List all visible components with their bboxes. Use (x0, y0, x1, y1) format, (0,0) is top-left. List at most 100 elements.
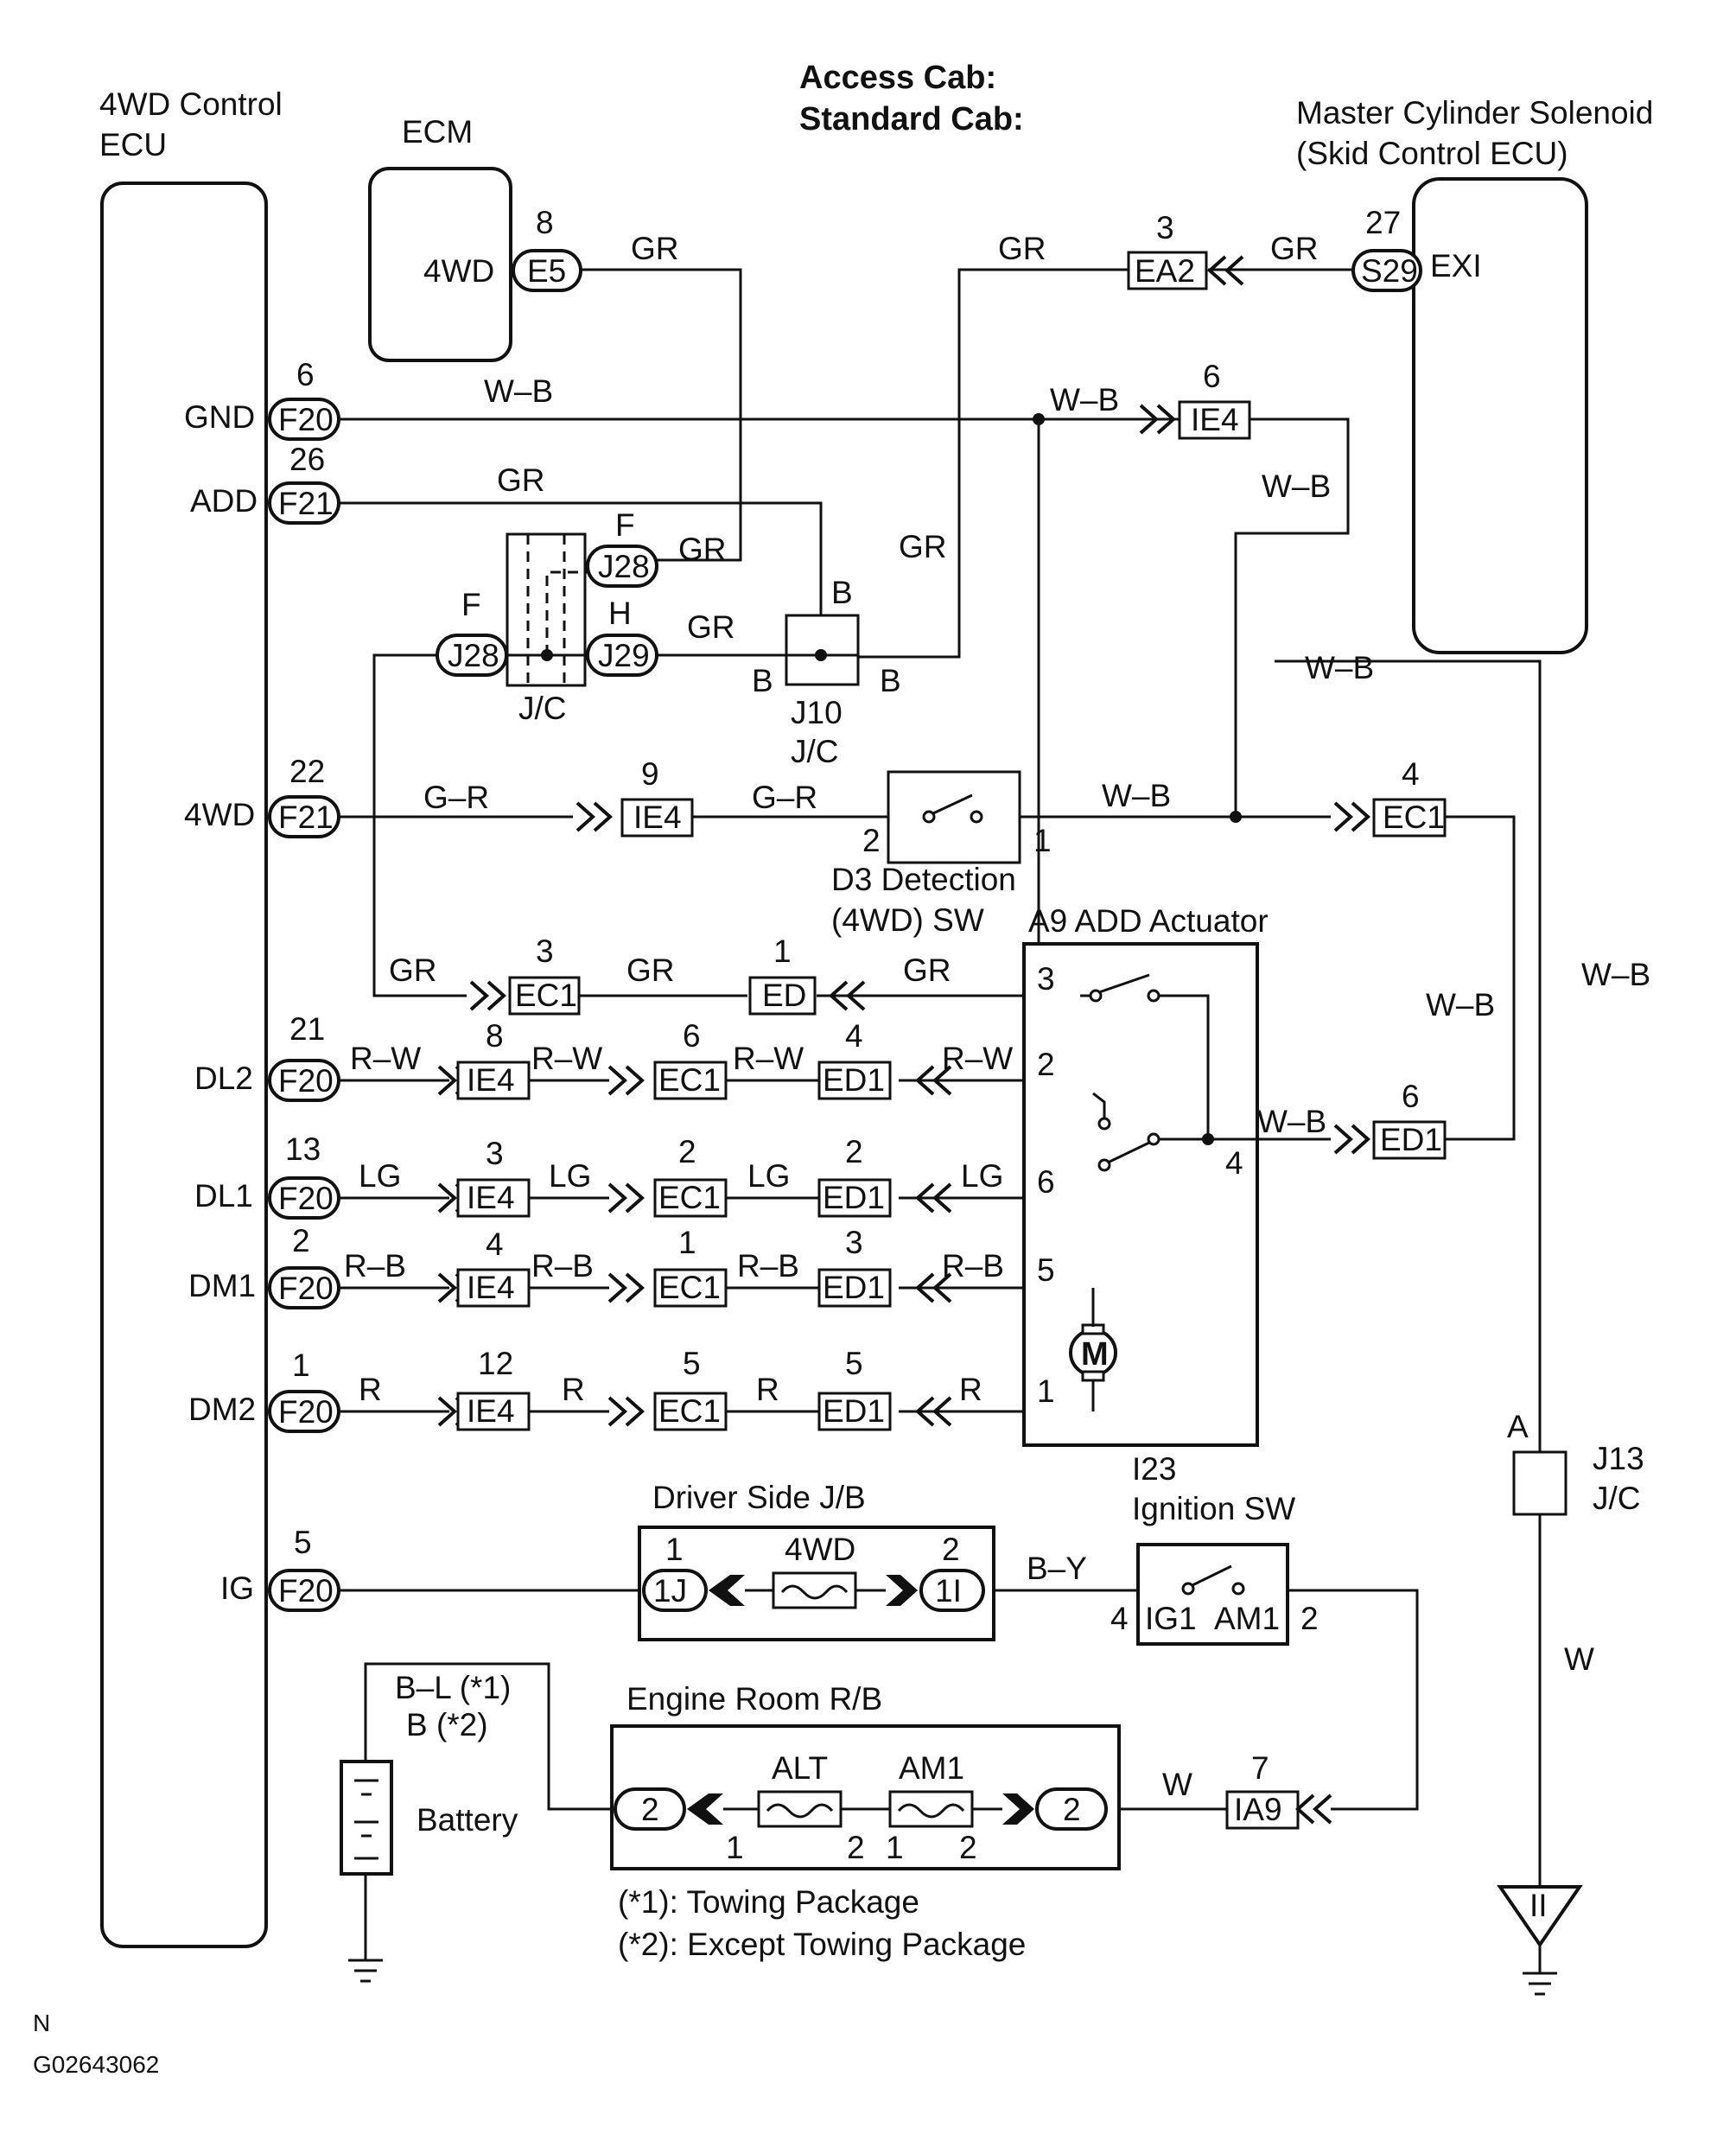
ignition-switch: I23 Ignition SW IG1 AM1 4 2 (1110, 1451, 1319, 1646)
pin-9-ie4: 9 (641, 756, 659, 792)
a9-body (1022, 942, 1259, 1447)
a9-pin-5: 5 (1037, 1252, 1055, 1288)
letter-f-right: F (615, 507, 635, 543)
engine-room-rb: Engine Room R/B 2 ALT AM1 2 1 2 1 2 (610, 1681, 1121, 1870)
wire-label-rw-2: R–W (531, 1041, 602, 1076)
row-4wd: IE4 9 2 1 D3 Detection (4WD) SW EC1 4 (575, 756, 1447, 938)
battery-label: Battery (417, 1802, 518, 1838)
connector-ed-gr: ED (762, 978, 806, 1013)
connector-f20-ig: F20 (278, 1573, 334, 1609)
wire-label-wb-long: W–B (1305, 650, 1374, 685)
jc-body (506, 532, 587, 687)
connector-f21-add: F21 (278, 486, 334, 521)
junction-connector-j13: A J13 J/C (1507, 1409, 1644, 1516)
letter-f-left: F (461, 587, 481, 622)
connector-ie4-label: IE4 (1191, 402, 1239, 437)
ecu-pin-dl1: DL1 (194, 1178, 253, 1214)
wire-label-gr-ea2: GR (998, 231, 1046, 266)
wire-label-gr-s29: GR (1270, 231, 1319, 266)
connector-ed1-dm2: ED1 (823, 1393, 885, 1429)
battery-wire-label-1: B–L (*1) (395, 1670, 511, 1705)
j10-letter-right: B (880, 663, 901, 698)
wire-label-gr-ec1-mid: GR (626, 952, 675, 988)
ecu-pin-ig: IG (220, 1570, 254, 1606)
wire-label-rw-1: R–W (350, 1041, 421, 1076)
ign-body (1136, 1543, 1289, 1646)
driver-side-jb: Driver Side J/B 1J 1 4WD 1I 2 (638, 1480, 995, 1641)
connector-1i: 1I (935, 1573, 962, 1609)
footer-mark: N (33, 2010, 50, 2036)
junction-connector-j10: B B B J10 J/C (752, 575, 901, 769)
ecu-title-line1: 4WD Control (99, 86, 283, 122)
pin-5-ed1: 5 (845, 1346, 863, 1381)
pin-6-ed1: 6 (1402, 1079, 1420, 1114)
fuse-am1-label: AM1 (899, 1750, 964, 1786)
pin-2-ed1: 2 (845, 1134, 863, 1169)
wire-label-wb-right: W–B (1262, 468, 1331, 504)
wire-label-wb-d3: W–B (1102, 778, 1171, 813)
ecu-pin-dl2: DL2 (194, 1061, 253, 1096)
wire-label-gr-add: GR (497, 462, 545, 498)
connector-2-left: 2 (641, 1792, 659, 1827)
battery-wire-label-2: B (*2) (406, 1707, 488, 1742)
d3-detection-switch (887, 770, 1021, 864)
connector-e5-label: E5 (527, 253, 566, 289)
d3-pin-2: 2 (862, 823, 881, 858)
battery: Battery B–L (*1) B (*2) (340, 1670, 518, 1876)
connector-ie4-dm2: IE4 (467, 1393, 515, 1429)
jb-pin-2: 2 (942, 1532, 960, 1567)
wire-label-w-ground: W (1564, 1641, 1594, 1677)
connector-ie4-gnd: IE4 6 (1033, 359, 1251, 440)
connector-ed1-dl1: ED1 (823, 1180, 885, 1215)
wire-label-wb-ie4: W–B (1050, 382, 1119, 417)
ecm-body (368, 167, 512, 362)
connector-ia9-label: IA9 (1234, 1792, 1282, 1827)
msol-title-line1: Master Cylinder Solenoid (1296, 95, 1653, 131)
wire-label-gr-4wd-2: G–R (752, 780, 817, 815)
wire-label-rw-4: R–W (942, 1041, 1013, 1076)
pin-3-ea2: 3 (1156, 210, 1174, 245)
j10-label-line1: J10 (791, 695, 843, 730)
d3-pin-1: 1 (1033, 823, 1052, 858)
connector-ed1-dm1: ED1 (823, 1270, 885, 1305)
footer-code: G02643062 (33, 2051, 159, 2078)
pin-3-ed1: 3 (845, 1225, 863, 1260)
connector-ed1-dl2: ED1 (823, 1062, 885, 1098)
ecu-body (100, 182, 268, 1948)
wire-label-rw-3: R–W (733, 1041, 804, 1076)
wire-label-r-4: R (959, 1372, 982, 1407)
wire-label-wb-ec1: W–B (1426, 987, 1495, 1023)
wire-label-r-3: R (756, 1372, 779, 1407)
a9-pin-6: 6 (1037, 1164, 1055, 1200)
pin-27-s29: 27 (1365, 205, 1401, 240)
wires (337, 268, 1542, 1973)
wire-label-gr-ed: GR (903, 952, 951, 988)
connector-ec1-gr: EC1 (515, 978, 577, 1013)
connector-ie4-4wd: IE4 (633, 800, 682, 835)
j10-letter-top: B (831, 575, 853, 610)
a9-add-actuator: A9 ADD Actuator M 3 2 6 5 1 4 (1022, 903, 1331, 1447)
connector-f21-4wd: F21 (278, 800, 334, 835)
wire-label-gr-j28: GR (678, 532, 727, 567)
a9-title: A9 ADD Actuator (1028, 903, 1269, 939)
ecu-pin-4wd: 4WD (184, 797, 255, 832)
engine-rb-title: Engine Room R/B (626, 1681, 882, 1717)
ign-title-line1: I23 (1132, 1451, 1176, 1487)
rb-pin-2-alt: 2 (847, 1830, 865, 1865)
pin-6-ec1: 6 (683, 1018, 701, 1054)
ecu-pin-dm2: DM2 (188, 1392, 256, 1427)
engine-rb-body (610, 1724, 1121, 1870)
ground-ii-icon (1497, 1885, 1583, 1948)
ground-ii-label: II (1529, 1888, 1548, 1923)
ecu-title-line2: ECU (99, 127, 167, 162)
connector-ea2-s29: EA2 3 S29 27 (1127, 205, 1422, 292)
ign-pin-4: 4 (1110, 1601, 1129, 1636)
wire-label-lg-3: LG (747, 1158, 790, 1194)
wire-label-wb-j13: W–B (1581, 957, 1650, 992)
fuse-alt-label: ALT (772, 1750, 828, 1786)
j10-label-line2: J/C (791, 734, 839, 769)
pin-8-ie4: 8 (486, 1018, 504, 1054)
a9-pin-1: 1 (1037, 1373, 1055, 1409)
wire-label-lg-4: LG (961, 1158, 1003, 1194)
ecu-pins: GND ADD 4WD DL2 DL1 DM1 DM2 IG F20 6 F21… (184, 357, 340, 1612)
